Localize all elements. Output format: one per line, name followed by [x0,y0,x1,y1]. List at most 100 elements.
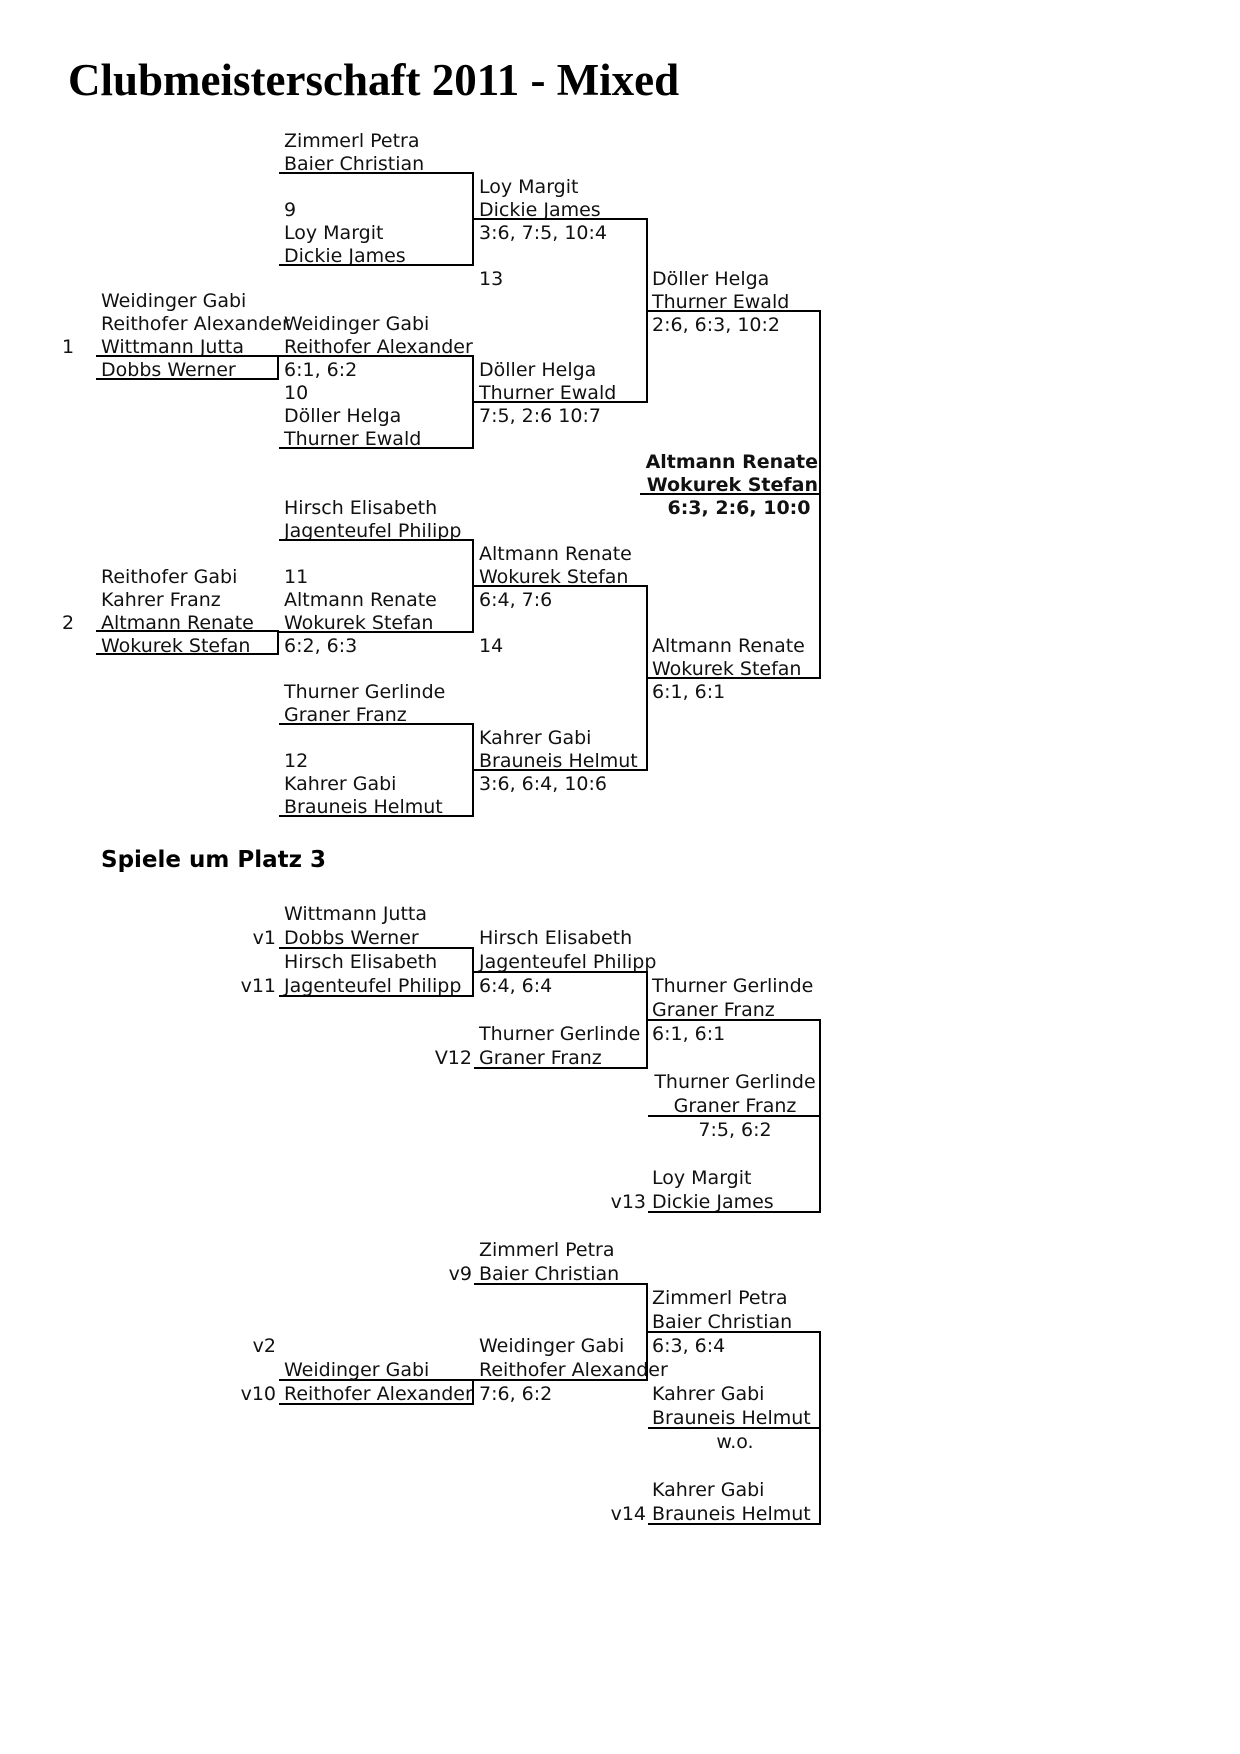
r1a-player: Wittmann Jutta [101,336,245,358]
bracket-line [646,971,648,1069]
match-score: 6:3, 6:4 [652,1335,726,1357]
qualifier-label: v10 [240,1383,276,1405]
bracket-line [819,1331,821,1525]
m11-bottom-player: Wokurek Stefan [284,612,434,634]
bracket-line [474,971,647,973]
w9-player: Loy Margit [479,176,579,198]
m9-bottom-player: Dickie James [284,245,406,267]
qualifier-label: v14 [610,1503,646,1525]
third-b-winner: Zimmerl Petra [652,1287,788,1309]
bracket-line [472,172,474,266]
bracket-line [474,401,647,403]
third-a-winner: Thurner Gerlinde [652,975,814,997]
match-score: 6:4, 6:4 [479,975,553,997]
bracket-line [279,723,473,725]
qualifier-label: v9 [448,1263,472,1285]
bracket-line [96,378,278,380]
match-score: 7:6, 6:2 [479,1383,553,1405]
m12-top-player: Graner Franz [284,704,407,726]
bracket-line [648,1427,820,1429]
bracket-line [648,1523,820,1525]
match-score: 6:1, 6:1 [652,1023,726,1045]
seed-number: 1 [62,336,75,358]
match-score: 2:6, 6:3, 10:2 [652,314,780,336]
w11-player: Altmann Renate [479,543,632,565]
match-score: 7:5, 6:2 [698,1119,772,1141]
match-number: 13 [479,268,504,290]
third-b-player: Kahrer Gabi [652,1479,765,1501]
bracket-line [279,1403,473,1405]
champion-player: Altmann Renate [645,451,818,473]
bracket-line [279,447,473,449]
bracket-line [96,653,278,655]
third-place-winner: Kahrer Gabi [652,1383,765,1405]
m11-bottom-player: Altmann Renate [284,589,437,611]
match-score: 6:4, 7:6 [479,589,553,611]
m12-top-player: Thurner Gerlinde [284,681,446,703]
m9-top-player: Baier Christian [284,153,425,175]
third-a-player: Thurner Gerlinde [479,1023,641,1045]
third-b-player: Zimmerl Petra [479,1239,615,1261]
w11-player: Wokurek Stefan [479,566,629,588]
bracket-line [279,995,473,997]
third-b-player: Brauneis Helmut [652,1503,811,1525]
match-number: 10 [284,382,309,404]
match-score: 6:2, 6:3 [284,635,358,657]
third-b-winner: Baier Christian [652,1311,793,1333]
w13-player: Döller Helga [652,268,770,290]
m11-top-player: Hirsch Elisabeth [284,497,438,519]
bracket-line [648,310,820,312]
m10-top-player: Weidinger Gabi [284,313,430,335]
third-a-player: Jagenteufel Philipp [284,975,462,997]
qualifier-label: v2 [252,1335,276,1357]
bracket-line [474,1067,647,1069]
w10-player: Döller Helga [479,359,597,381]
bracket-line [277,630,279,655]
bracket-line [648,1115,820,1117]
r1b-player: Altmann Renate [101,612,254,634]
match-number: 14 [479,635,504,657]
r1b-player: Kahrer Franz [101,589,221,611]
w14-player: Wokurek Stefan [652,658,802,680]
third-a-player: Dickie James [652,1191,774,1213]
champion-score: 6:3, 2:6, 10:0 [667,497,811,519]
bracket-line [474,1283,647,1285]
w10-player: Thurner Ewald [479,382,617,404]
match-score: 6:1, 6:1 [652,681,726,703]
qualifier-label: v11 [240,975,276,997]
bracket-line [472,355,474,449]
qualifier-label: v1 [252,927,276,949]
bracket-line [474,218,647,220]
third-b-player: Weidinger Gabi [284,1359,430,1381]
m9-top-player: Zimmerl Petra [284,130,420,152]
third-place-winner: Thurner Gerlinde [654,1071,816,1093]
bracket-line [474,769,647,771]
third-b-player: Baier Christian [479,1263,620,1285]
seed-number: 2 [62,612,75,634]
bracket-line [646,218,648,403]
third-a-winner: Hirsch Elisabeth [479,927,633,949]
bracket-line [648,677,820,679]
third-a-player: Dobbs Werner [284,927,419,949]
w12-player: Kahrer Gabi [479,727,592,749]
m12-bottom-player: Kahrer Gabi [284,773,397,795]
bracket-line [474,585,647,587]
match-number: 11 [284,566,309,588]
r1b-player: Wokurek Stefan [101,635,251,657]
bracket-line [279,172,473,174]
third-b-winner: Reithofer Alexander [479,1359,668,1381]
bracket-line [472,947,474,997]
w14-player: Altmann Renate [652,635,805,657]
bracket-line [646,585,648,771]
w12-player: Brauneis Helmut [479,750,638,772]
third-b-winner: Weidinger Gabi [479,1335,625,1357]
third-a-player: Hirsch Elisabeth [284,951,438,973]
bracket-line [277,355,279,380]
match-score: 7:5, 2:6 10:7 [479,405,601,427]
w13-player: Thurner Ewald [652,291,790,313]
m10-bottom-player: Thurner Ewald [284,428,422,450]
match-score: 3:6, 7:5, 10:4 [479,222,607,244]
match-score: 3:6, 6:4, 10:6 [479,773,607,795]
third-a-player: Graner Franz [479,1047,602,1069]
